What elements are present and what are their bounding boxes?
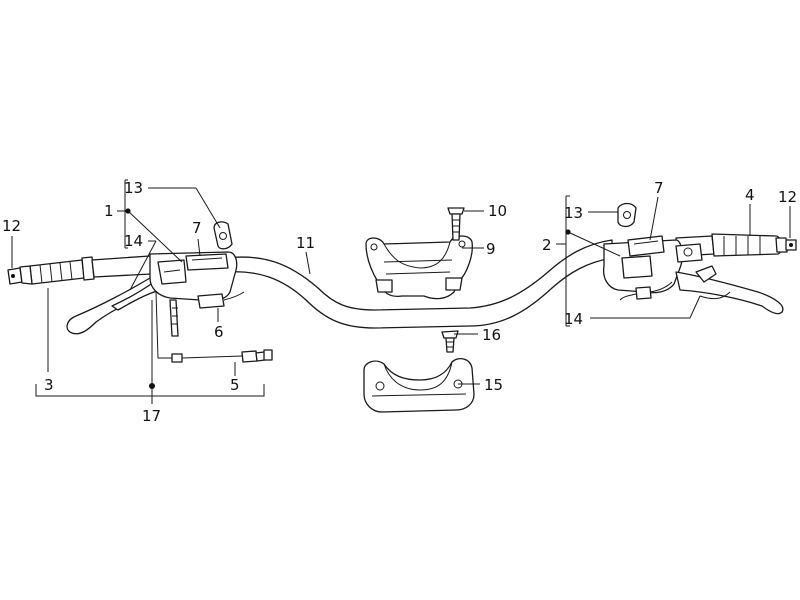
callout-3: 3	[44, 376, 54, 394]
lower-handlebar-clamp	[363, 357, 475, 413]
callout-14-left: 14	[124, 232, 143, 250]
lower-clamp-screw	[441, 330, 459, 353]
right-master-cylinder	[602, 235, 703, 294]
left-switch-and-cable	[155, 291, 245, 359]
callout-4: 4	[745, 186, 755, 204]
right-switch-and-wire	[619, 281, 673, 301]
callout-16: 16	[482, 326, 501, 344]
right-brake-lever	[675, 265, 784, 315]
callout-17: 17	[142, 407, 161, 425]
callout-12-left: 12	[2, 217, 21, 235]
callout-13-left: 13	[124, 179, 143, 197]
callout-1: 1	[104, 202, 114, 220]
callout-7-right: 7	[654, 179, 664, 197]
callout-7-left: 7	[192, 219, 202, 237]
left-master-cylinder	[149, 251, 238, 302]
left-bar-end-weight	[7, 265, 33, 285]
left-cable-adjuster	[171, 349, 273, 363]
right-mirror-clamp	[617, 202, 637, 228]
callout-11: 11	[296, 234, 315, 252]
left-mirror-clamp	[213, 221, 233, 250]
callout-14-right: 14	[564, 310, 583, 328]
callout-9: 9	[486, 240, 496, 258]
upper-clamp-screw	[447, 207, 465, 241]
callout-13-right: 13	[564, 204, 583, 222]
callout-12-right: 12	[778, 188, 797, 206]
callout-6: 6	[214, 323, 224, 341]
left-lever	[66, 277, 167, 335]
callout-10: 10	[488, 202, 507, 220]
right-bar-end-weight	[775, 237, 797, 253]
callout-15: 15	[484, 376, 503, 394]
left-grip	[29, 255, 152, 285]
upper-handlebar-clamp	[365, 235, 473, 300]
callout-labels: 12 3 1 13 14 7 6 5 17 11 10 9 16 15 2 13…	[2, 179, 797, 425]
leader-lines	[11, 179, 791, 404]
callout-2: 2	[542, 236, 552, 254]
callout-5: 5	[230, 376, 240, 394]
